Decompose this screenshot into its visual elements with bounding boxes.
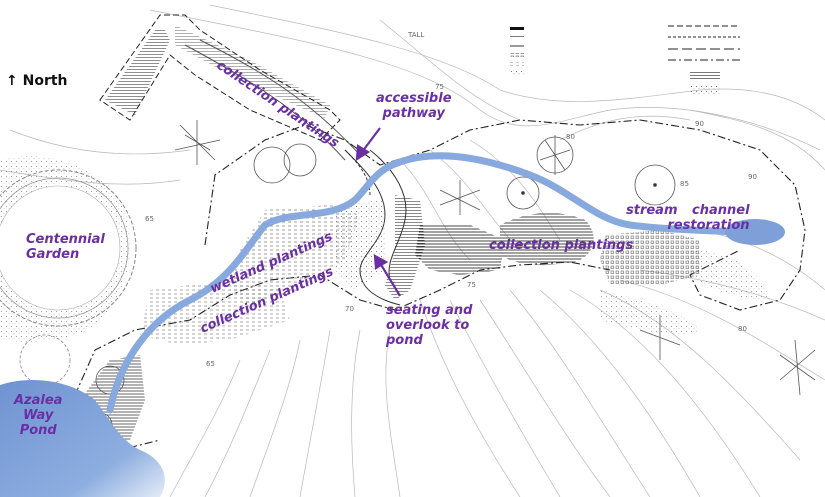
contour-number: 65 bbox=[206, 360, 215, 368]
label-accessible-line2: pathway bbox=[382, 106, 445, 121]
contour-number: 90 bbox=[748, 173, 757, 181]
project-boundary bbox=[74, 119, 806, 451]
label-stream-line1: stream channel bbox=[626, 203, 750, 218]
annotation-arrows bbox=[355, 127, 401, 297]
label-seating-line2: overlook to bbox=[386, 318, 470, 333]
contour-number: 80 bbox=[738, 325, 747, 333]
label-stream-channel-restoration: stream channel restoration bbox=[626, 203, 750, 233]
contour-number: 80 bbox=[566, 133, 575, 141]
contour-number: 75 bbox=[467, 281, 476, 289]
contour-number: 65 bbox=[145, 215, 154, 223]
contour-number: 75 bbox=[435, 83, 444, 91]
label-azalea-way-pond: Azalea Way Pond bbox=[14, 393, 62, 438]
centennial-garden-bed bbox=[0, 156, 137, 386]
label-seating-line3: pond bbox=[386, 333, 423, 348]
label-azalea-line3: Pond bbox=[19, 423, 57, 438]
north-arrow-icon: ↑ bbox=[6, 73, 18, 89]
label-centennial-line2: Garden bbox=[26, 247, 80, 262]
label-seating-overlook: seating and overlook to pond bbox=[386, 303, 472, 348]
label-seating-line1: seating and bbox=[386, 303, 473, 318]
collection-plantings-top-band bbox=[99, 14, 361, 161]
north-indicator: ↑ North bbox=[6, 73, 68, 89]
label-collection-plantings-mid: collection plantings bbox=[489, 238, 634, 253]
north-label: North bbox=[22, 73, 68, 89]
contour-number: 90 bbox=[695, 120, 704, 128]
legend-swatches bbox=[510, 25, 740, 94]
label-azalea-line2: Way bbox=[23, 408, 54, 423]
contour-number: 85 bbox=[680, 180, 689, 188]
label-accessible-pathway: accessible pathway bbox=[376, 91, 452, 121]
label-azalea-line1: Azalea bbox=[14, 393, 63, 408]
label-stream-line2: restoration bbox=[667, 218, 750, 233]
legend-mark: TALL bbox=[408, 31, 425, 39]
label-centennial-garden: Centennial Garden bbox=[26, 232, 105, 262]
azalea-way-pond bbox=[0, 380, 165, 497]
stream-channel bbox=[106, 152, 739, 414]
label-accessible-line1: accessible bbox=[376, 91, 452, 106]
label-centennial-line1: Centennial bbox=[26, 232, 105, 247]
stream-end-pool bbox=[725, 219, 785, 245]
contour-number: 70 bbox=[345, 305, 354, 313]
